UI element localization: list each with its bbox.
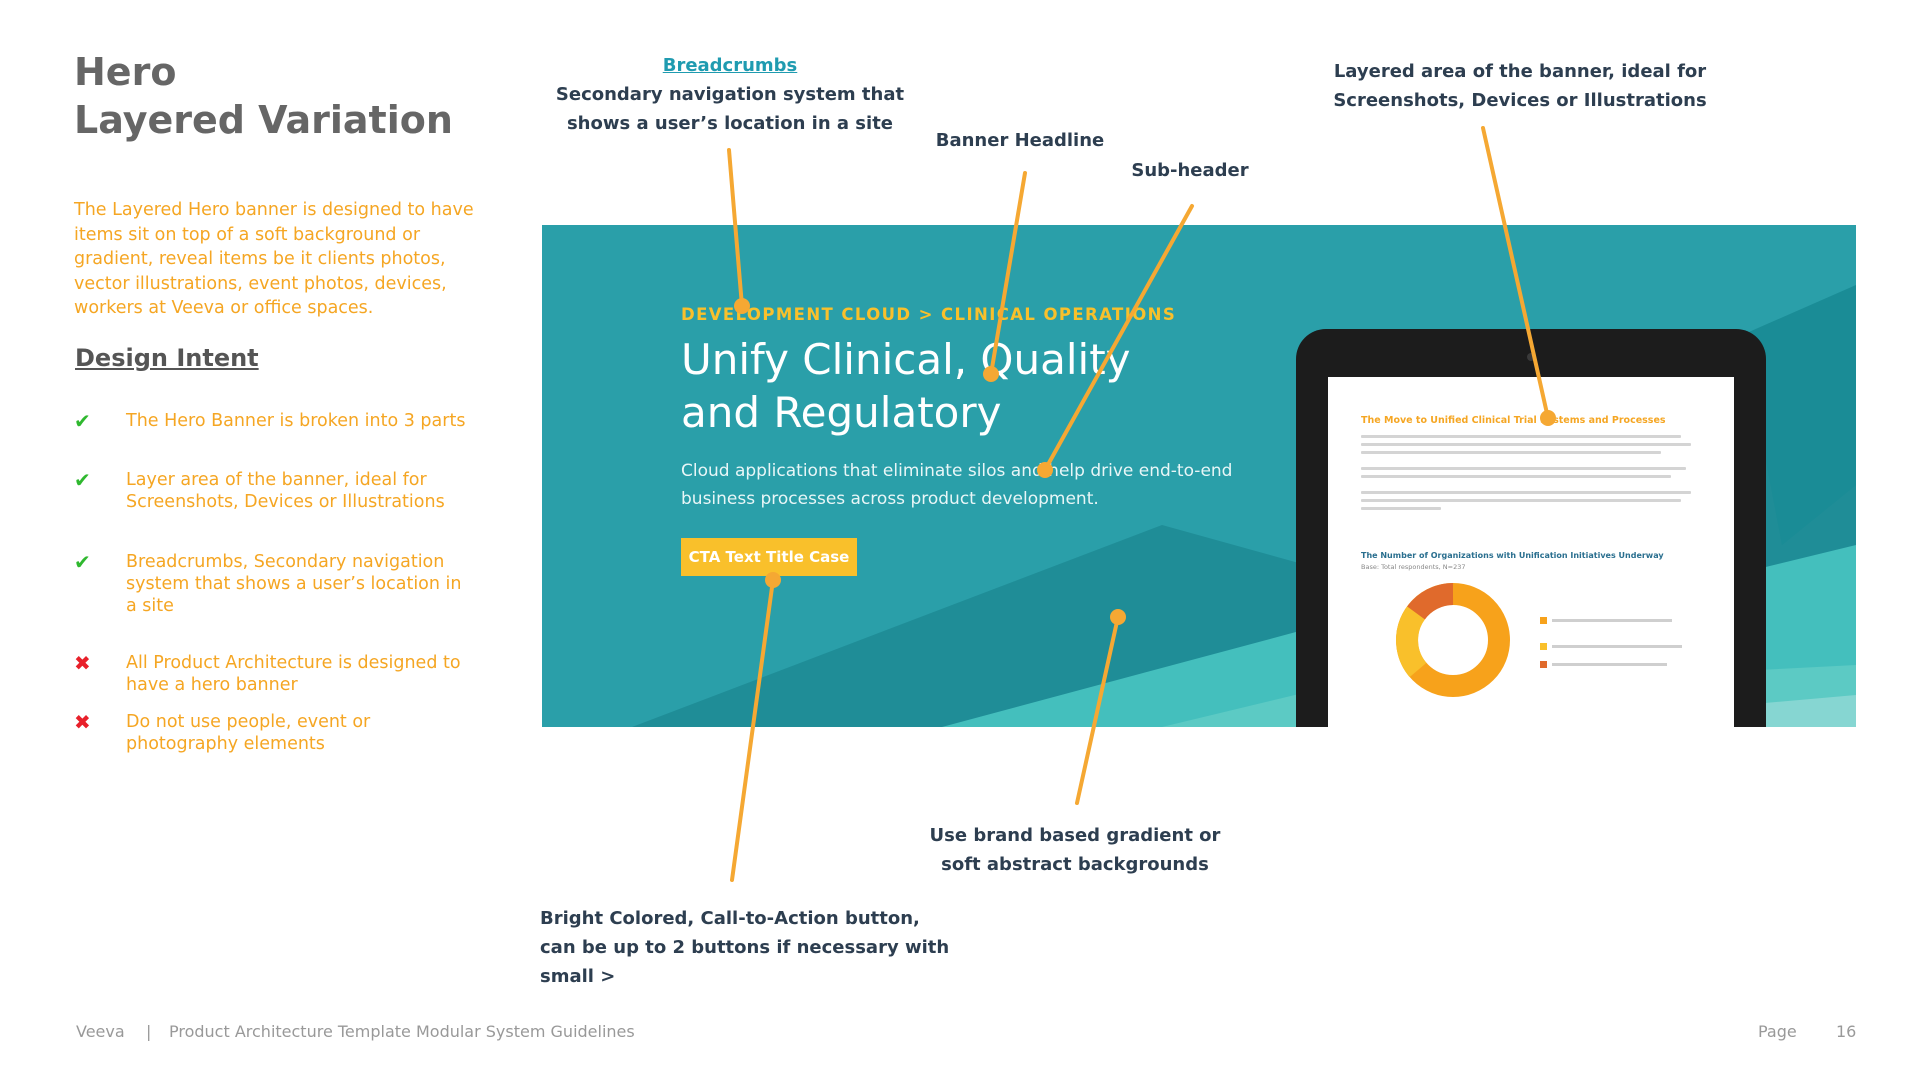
legend-swatch	[1540, 643, 1547, 650]
legend-placeholder	[1552, 645, 1682, 648]
page-title: Hero Layered Variation	[74, 48, 453, 144]
list-item-text: All Product Architecture is designed to …	[126, 653, 461, 695]
footer-doc-name: Product Architecture Template Modular Sy…	[169, 1022, 635, 1041]
check-icon: ✔	[74, 550, 91, 574]
donut-chart-icon	[1396, 583, 1510, 697]
tablet-chart-title: The Number of Organizations with Unifica…	[1361, 551, 1664, 560]
annotation-sub-header: Sub-header	[1131, 160, 1249, 181]
text-placeholder	[1361, 467, 1686, 470]
cta-button[interactable]: CTA Text Title Case	[681, 538, 857, 576]
page-title-line-2: Layered Variation	[74, 98, 453, 142]
list-item-text: Layer area of the banner, ideal for Scre…	[126, 470, 445, 512]
text-placeholder	[1361, 475, 1671, 478]
camera-icon	[1527, 353, 1535, 361]
banner-headline-line-1: Unify Clinical, Quality	[681, 335, 1131, 384]
cross-icon: ✖	[74, 710, 91, 734]
annotation-layered-area: Layered area of the banner, ideal for Sc…	[1333, 61, 1707, 111]
text-placeholder	[1361, 499, 1681, 502]
check-icon: ✔	[74, 468, 91, 492]
annotation-banner-headline: Banner Headline	[935, 130, 1105, 151]
legend-swatch	[1540, 661, 1547, 668]
design-intent-heading: Design Intent	[75, 344, 259, 372]
tablet-device: The Move to Unified Clinical Trial Syste…	[1296, 329, 1766, 727]
intro-paragraph: The Layered Hero banner is designed to h…	[74, 200, 474, 318]
footer-page-number: 16	[1836, 1022, 1857, 1041]
footer-brand: Veeva	[76, 1022, 125, 1041]
text-placeholder	[1361, 443, 1691, 446]
banner-headline-line-2: and Regulatory	[681, 388, 1002, 437]
annotation-gradient: Use brand based gradient or soft abstrac…	[929, 825, 1221, 875]
cross-icon: ✖	[74, 651, 91, 675]
check-icon: ✔	[74, 409, 91, 433]
text-placeholder	[1361, 435, 1681, 438]
footer-page-label: Page	[1758, 1022, 1797, 1041]
annotation-breadcrumbs-text: Secondary navigation system that shows a…	[555, 84, 905, 134]
legend-placeholder	[1552, 663, 1667, 666]
breadcrumbs-link[interactable]: Breadcrumbs	[662, 55, 798, 76]
tablet-doc-title: The Move to Unified Clinical Trial Syste…	[1361, 415, 1666, 426]
text-placeholder	[1361, 451, 1661, 454]
banner-headline: Unify Clinical, Quality and Regulatory	[681, 333, 1141, 439]
tablet-chart-subtitle: Base: Total respondents, N=237	[1361, 563, 1466, 571]
legend-placeholder	[1552, 619, 1672, 622]
banner-breadcrumb[interactable]: DEVELOPMENT CLOUD > CLINICAL OPERATIONS	[681, 305, 1177, 324]
footer-separator: |	[146, 1022, 152, 1041]
legend-swatch	[1540, 617, 1547, 624]
text-placeholder	[1361, 491, 1691, 494]
list-item-text: The Hero Banner is broken into 3 parts	[126, 411, 466, 431]
text-placeholder	[1361, 507, 1441, 510]
tablet-screen: The Move to Unified Clinical Trial Syste…	[1328, 377, 1734, 727]
list-item-text: Breadcrumbs, Secondary navigation system…	[126, 552, 462, 616]
annotation-breadcrumbs: Breadcrumbs Secondary navigation system …	[530, 51, 930, 138]
annotation-cta: Bright Colored, Call-to-Action button, c…	[540, 908, 950, 987]
page-title-line-1: Hero	[74, 50, 177, 94]
list-item-text: Do not use people, event or photography …	[126, 712, 371, 754]
hero-banner: DEVELOPMENT CLOUD > CLINICAL OPERATIONS …	[542, 225, 1856, 727]
banner-subheader: Cloud applications that eliminate silos …	[681, 461, 1233, 509]
